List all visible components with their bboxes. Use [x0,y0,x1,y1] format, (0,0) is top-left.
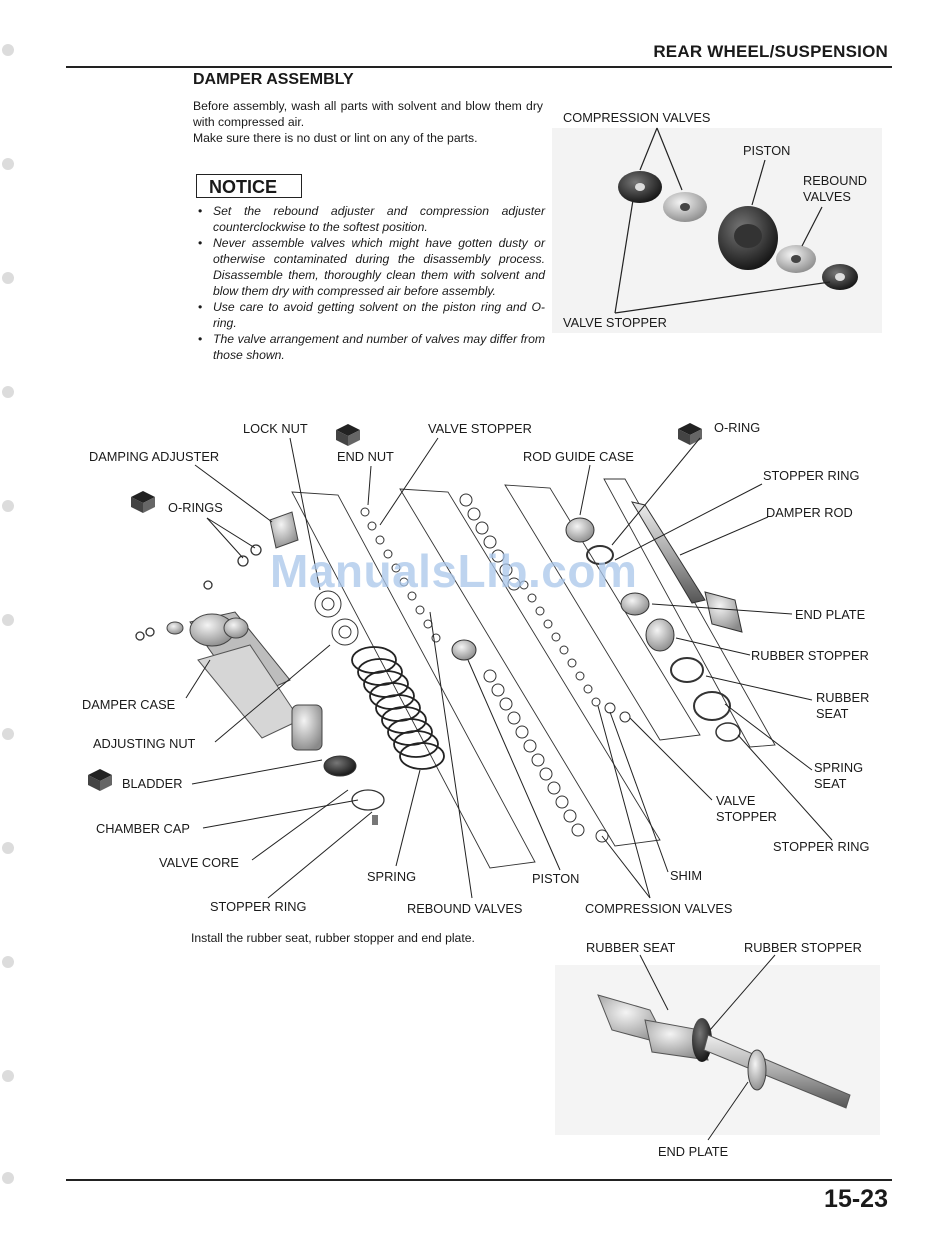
label-rubber-seat: RUBBER SEAT [816,690,870,721]
label-shim: SHIM [670,868,702,883]
label-o-rings: O-RINGS [168,500,223,515]
label-rubber-stopper: RUBBER STOPPER [751,648,869,663]
label-end-plate: END PLATE [795,607,866,622]
notice-item: Never assemble valves which might have g… [193,235,545,299]
install-instruction: Install the rubber seat, rubber stopper … [191,931,475,945]
label-valve-stopper: VALVE STOPPER [428,421,532,436]
watermark: ManualsLib.com [270,545,638,597]
header-rule [66,66,892,68]
intro-paragraph-2: Make sure there is no dust or lint on an… [193,131,478,145]
binder-hole [2,1070,14,1082]
binder-hole [2,158,14,170]
notice-label: NOTICE [196,174,302,198]
photo-label-rebound-valves: REBOUND VALVES [803,173,867,204]
valve-photo [552,127,882,333]
label-chamber-cap: CHAMBER CAP [96,821,190,836]
install-label-end-plate: END PLATE [658,1144,729,1159]
notice-list: Set the rebound adjuster and compression… [193,203,545,363]
label-valve-core: VALVE CORE [159,855,239,870]
photo-label-compression-valves: COMPRESSION VALVES [563,110,711,125]
notice-item: The valve arrangement and number of valv… [193,331,545,363]
install-label-rubber-stopper: RUBBER STOPPER [744,940,862,955]
notice-item: Use care to avoid getting solvent on the… [193,299,545,331]
new-parts-icon [678,423,702,445]
label-damping-adjuster: DAMPING ADJUSTER [89,449,220,464]
binder-hole [2,500,14,512]
exploded-view [88,423,833,899]
footer-rule [66,1179,892,1181]
label-stopper-ring-bottom: STOPPER RING [210,899,307,914]
binder-hole [2,728,14,740]
section-title: DAMPER ASSEMBLY [193,71,354,88]
binder-hole [2,386,14,398]
label-stopper-ring: STOPPER RING [763,468,860,483]
label-end-nut: END NUT [337,449,394,464]
binder-hole [2,956,14,968]
label-piston: PISTON [532,871,580,886]
binder-hole [2,272,14,284]
binder-hole [2,1172,14,1184]
label-rebound-valves: REBOUND VALVES [407,901,523,916]
label-spring: SPRING [367,869,417,884]
page-number: 15-23 [824,1185,888,1213]
binder-hole [2,614,14,626]
label-lock-nut: LOCK NUT [243,421,308,436]
label-damper-case: DAMPER CASE [82,697,176,712]
rod-install-photo [555,954,880,1141]
photo-label-piston: PISTON [743,143,791,158]
binder-hole [2,842,14,854]
new-parts-icon [336,424,360,446]
notice-item: Set the rebound adjuster and compression… [193,203,545,235]
photo-label-valve-stopper: VALVE STOPPER [563,315,667,330]
label-valve-stopper-right: VALVE STOPPER [716,793,777,824]
section-header: REAR WHEEL/SUSPENSION [653,42,888,61]
new-parts-icon [131,491,155,513]
label-adjusting-nut: ADJUSTING NUT [93,736,196,751]
binder-hole [2,44,14,56]
label-rod-guide-case: ROD GUIDE CASE [523,449,634,464]
intro-paragraph-1: Before assembly, wash all parts with sol… [193,99,543,129]
install-label-rubber-seat: RUBBER SEAT [586,940,676,955]
label-bladder: BLADDER [122,776,183,791]
label-spring-seat: SPRING SEAT [814,760,864,791]
label-compression-valves: COMPRESSION VALVES [585,901,733,916]
label-o-ring: O-RING [714,420,761,435]
new-parts-icon [88,769,112,791]
label-stopper-ring-right: STOPPER RING [773,839,870,854]
label-damper-rod: DAMPER ROD [766,505,853,520]
